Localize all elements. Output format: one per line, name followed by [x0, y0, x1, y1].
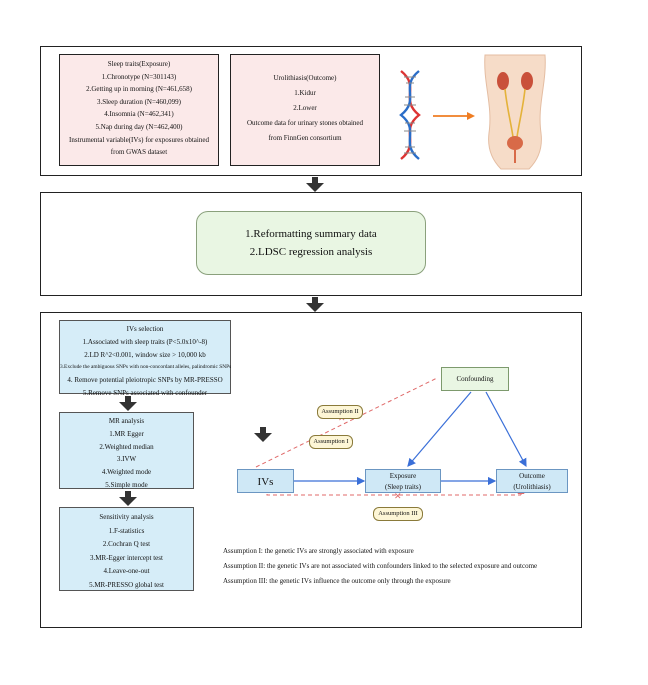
sensitivity-item: 1.F-statistics [108, 526, 145, 535]
sensitivity-analysis-box: Sensitivity analysis 1.F-statistics 2.Co… [59, 507, 194, 591]
orange-arrow-icon [433, 112, 475, 120]
outcome-box: Urolithiasis(Outcome) 1.Kidur 2.Lower Ou… [230, 54, 380, 166]
exposure-box: Sleep traits(Exposure) 1.Chronotype (N=3… [59, 54, 219, 166]
preprocessing-box: 1.Reformatting summary data 2.LDSC regre… [196, 211, 426, 275]
exposure-item: 5.Nap during day (N=462,400) [95, 122, 183, 131]
exposure-note: from GWAS dataset [110, 148, 168, 157]
down-arrow-icon [306, 177, 324, 192]
svg-text:✕: ✕ [394, 492, 402, 502]
sensitivity-item: 3.MR-Egger intercept test [90, 553, 163, 562]
assumption-1-note: Assumption I: the genetic IVs are strong… [223, 547, 414, 555]
outcome-note: Outcome data for urinary stones obtained [246, 119, 364, 127]
dna-helix-icon [399, 70, 421, 160]
svg-text:✕: ✕ [338, 414, 346, 424]
outcome-note: from FinnGen consortium [268, 134, 342, 142]
exposure-title: Sleep traits(Exposure) [107, 60, 171, 68]
mr-item: 3.IVW [116, 455, 137, 464]
ivs-item: 4. Remove potential pleiotropic SNPs by … [67, 376, 223, 385]
down-arrow-icon [254, 427, 272, 442]
exposure-item: 1.Chronotype (N=301143) [101, 72, 177, 81]
exposure-note: Instrumental variable(IVs) for exposures… [69, 135, 209, 144]
mr-item: 2.Weighted median [99, 442, 154, 451]
assumption-3-note: Assumption III: the genetic IVs influenc… [223, 577, 451, 585]
ivs-node: IVs [237, 469, 294, 493]
outcome-item: 2.Lower [293, 104, 317, 112]
mr-analysis-box: MR analysis 1.MR Egger 2.Weighted median… [59, 412, 194, 489]
ivs-selection-box: IVs selection 1.Associated with sleep tr… [59, 320, 232, 397]
sensitivity-item: 2.Cochran Q test [102, 540, 151, 549]
ivs-item: 2.LD R^2<0.001, window size > 10,000 kb [84, 350, 206, 359]
down-arrow-icon [119, 396, 137, 411]
preprocessing-step: 2.LDSC regression analysis [249, 246, 373, 258]
ivs-item: 5.Remove SNPs associated with confounder [82, 388, 208, 397]
outcome-item: 1.Kidur [294, 89, 316, 97]
down-arrow-icon [306, 297, 324, 312]
assumption-3-label: Assumption III [373, 507, 423, 521]
sensitivity-item: 5.MR-PRESSO global test [89, 580, 164, 589]
outcome-node-label: Outcome [519, 472, 545, 480]
down-arrow-icon [119, 491, 137, 506]
outcome-node: Outcome (Urolithiasis) [496, 469, 568, 493]
outcome-title: Urolithiasis(Outcome) [273, 74, 337, 82]
mr-item: 4.Weighted mode [101, 468, 152, 477]
confounding-label: Confounding [456, 375, 494, 383]
mr-item: 5.Simple mode [105, 480, 148, 489]
preprocessing-panel: 1.Reformatting summary data 2.LDSC regre… [40, 192, 582, 296]
confounding-node: Confounding [441, 367, 509, 391]
mr-item: 1.MR Egger [109, 429, 144, 438]
mr-title: MR analysis [108, 417, 145, 425]
assumption-2-note: Assumption II: the genetic IVs are not a… [223, 562, 538, 570]
ivs-title: IVs selection [126, 325, 164, 333]
analysis-panel: IVs selection 1.Associated with sleep tr… [40, 312, 582, 628]
ivs-item: 1.Associated with sleep traits (P<5.0x10… [82, 337, 208, 346]
exposure-node-sublabel: (Sleep traits) [385, 482, 421, 491]
ivs-node-label: IVs [257, 476, 274, 488]
exposure-node: Exposure (Sleep traits) [365, 469, 441, 493]
ivs-item: 3.Exclude the ambiguous SNPs with non-co… [60, 364, 232, 371]
urinary-system-icon [484, 54, 546, 170]
sensitivity-title: Sensitivity analysis [99, 513, 154, 521]
assumption-1-label: Assumption I [309, 435, 353, 449]
exposure-item: 2.Getting up in morning (N=461,658) [86, 85, 192, 94]
preprocessing-step: 1.Reformatting summary data [245, 228, 377, 240]
outcome-node-sublabel: (Urolithiasis) [513, 482, 551, 491]
assumption-2-label: Assumption II [317, 405, 363, 419]
data-sources-panel: Sleep traits(Exposure) 1.Chronotype (N=3… [40, 46, 582, 176]
exposure-node-label: Exposure [389, 472, 417, 480]
exposure-item: 3.Sleep duration (N=460,099) [96, 97, 182, 106]
sensitivity-item: 4.Leave-one-out [103, 567, 150, 576]
exposure-item: 4.Insomnia (N=462,341) [104, 110, 174, 119]
